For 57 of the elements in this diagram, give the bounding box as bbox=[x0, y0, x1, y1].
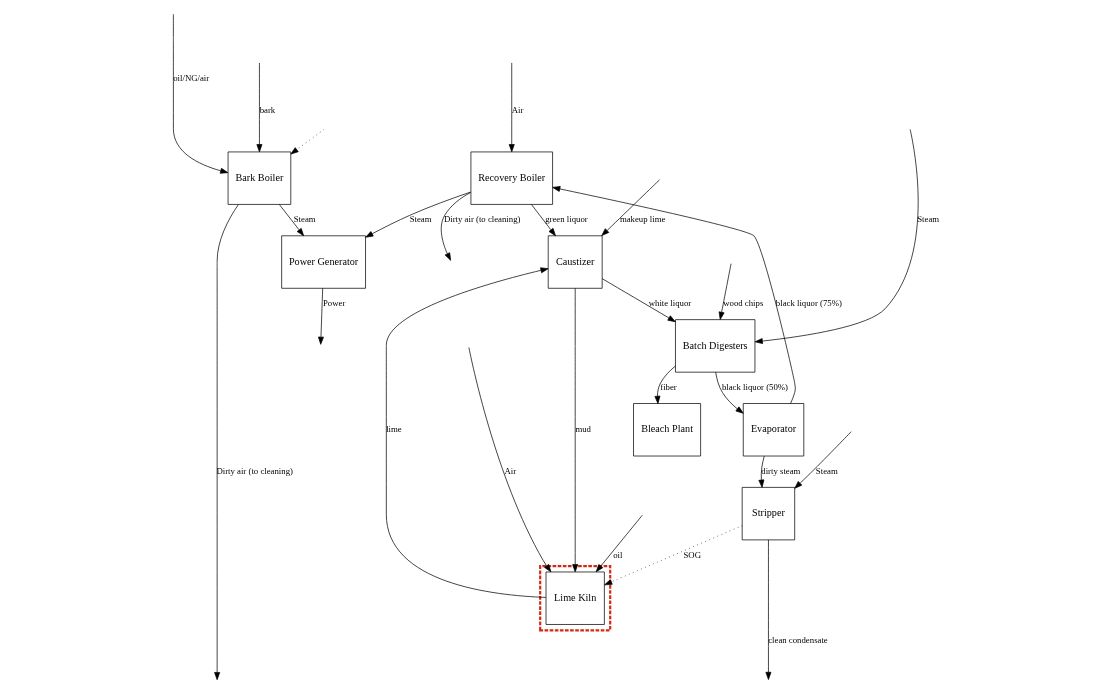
edge-label: Power bbox=[322, 298, 345, 309]
arrow bbox=[765, 539, 771, 680]
arrow bbox=[757, 455, 765, 488]
edge-label: Steam bbox=[409, 214, 432, 225]
edge-label: Dirty air (to cleaning) bbox=[215, 465, 293, 476]
arrow bbox=[654, 365, 676, 404]
arrow bbox=[530, 204, 556, 237]
edge-label: SOG bbox=[682, 549, 701, 560]
node-box: Bleach Plant bbox=[632, 403, 701, 457]
edge-label: Dirty air (to cleaning) bbox=[443, 214, 520, 225]
node-box: Recovery Boiler bbox=[470, 151, 553, 205]
node-box: Stripper bbox=[741, 487, 795, 541]
arrow bbox=[256, 62, 262, 153]
arrow bbox=[290, 129, 324, 155]
edge-label: bark bbox=[259, 104, 275, 115]
edge-label: Steam bbox=[293, 214, 316, 225]
arrow bbox=[718, 263, 731, 320]
arrow bbox=[600, 179, 660, 236]
arrow bbox=[213, 204, 239, 681]
node-box: Power Generator bbox=[280, 235, 366, 289]
edge-label: white liquor bbox=[648, 298, 691, 309]
arrow bbox=[278, 204, 304, 237]
edge-label: black liquor (75%) bbox=[775, 298, 842, 309]
arrow bbox=[601, 278, 676, 323]
arrow bbox=[793, 431, 852, 489]
node-box: Bark Boiler bbox=[227, 151, 291, 205]
arrow bbox=[714, 371, 744, 414]
edge-label: oil bbox=[612, 549, 622, 560]
arrow bbox=[468, 347, 551, 573]
edge-label: Air bbox=[511, 104, 523, 115]
arrow bbox=[440, 192, 471, 261]
node-box: Lime Kiln bbox=[545, 571, 605, 625]
edge-label: black liquor (50%) bbox=[721, 382, 788, 393]
arrow bbox=[317, 288, 324, 345]
arrow bbox=[364, 191, 471, 238]
edge-label: wood chips bbox=[722, 298, 763, 309]
edge-label: lime bbox=[385, 424, 402, 435]
arrow bbox=[508, 62, 515, 153]
edge-label: dirty steam bbox=[760, 465, 800, 476]
edge-label: Steam bbox=[815, 465, 838, 476]
arrow bbox=[172, 13, 228, 174]
edge-label: green liquor bbox=[544, 214, 588, 225]
node-box: Caustizer bbox=[547, 235, 603, 289]
edge-label: Air bbox=[503, 465, 516, 476]
arrow bbox=[385, 267, 548, 598]
edge-label: oil/NG/air bbox=[172, 72, 209, 83]
edge-label: fiber bbox=[659, 382, 677, 393]
node-box: Evaporator bbox=[742, 403, 804, 457]
edge-label: makeup lime bbox=[619, 214, 665, 225]
arrow bbox=[603, 525, 743, 586]
arrow bbox=[595, 514, 643, 573]
edge-label: mud bbox=[574, 424, 591, 435]
arrow bbox=[571, 288, 578, 573]
edge-label: Steam bbox=[916, 214, 939, 225]
arrow bbox=[551, 186, 796, 404]
arrow bbox=[754, 129, 919, 344]
node-box: Batch Digesters bbox=[674, 319, 755, 373]
